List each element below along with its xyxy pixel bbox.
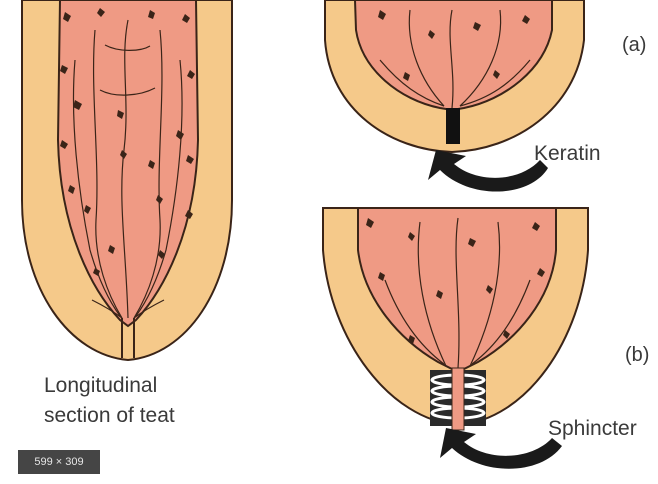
left-teat-section <box>22 0 232 360</box>
keratin-plug <box>446 108 460 144</box>
caption-line-1: Longitudinal <box>44 374 157 398</box>
keratin-arrow <box>428 150 548 192</box>
image-dimensions-badge: 599 × 309 <box>18 450 100 474</box>
keratin-label: Keratin <box>534 142 601 166</box>
panel-b-label: (b) <box>625 344 649 367</box>
sphincter-arrow <box>440 428 562 469</box>
sphincter-rings <box>430 368 486 430</box>
sphincter-label: Sphincter <box>548 417 637 441</box>
caption-line-2: section of teat <box>44 404 175 428</box>
panel-a-label: (a) <box>622 34 646 57</box>
